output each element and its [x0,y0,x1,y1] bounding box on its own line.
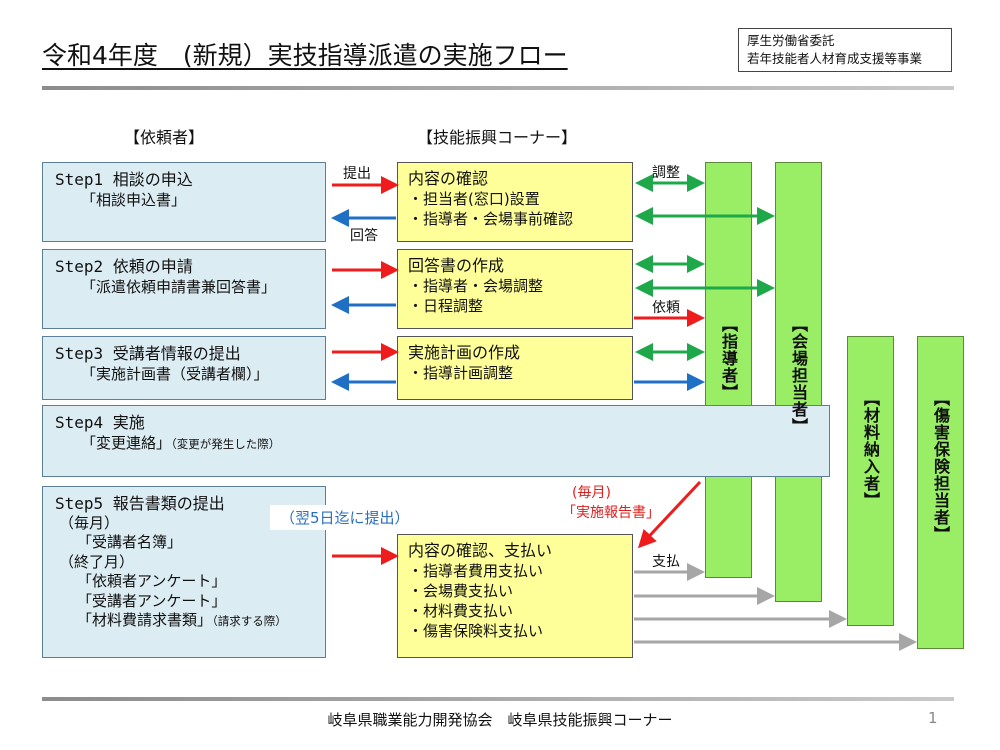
corner-box-item: ・担当者(窓口)設置 [408,190,540,208]
corner-box-heading: 回答書の作成 [408,256,505,275]
role-bar-venue [775,162,822,602]
label-deadline: （翌5日迄に提出） [270,505,420,530]
role-label-material: 【材料納入者】 [861,390,880,509]
corner-box-item: ・指導者・会場事前確認 [408,210,574,228]
corner-box-item: ・会場費支払い [408,582,514,600]
corner-box-item: ・傷害保険料支払い [408,622,544,640]
step-note: （変更が発生した際） [171,437,281,451]
role-label-instructor: 【指導者】 [719,316,738,401]
step-title: Step2 依頼の申請 [55,257,193,276]
step-period: （終了月） [59,552,135,571]
step-period: （毎月） [59,513,120,532]
arrow-report [637,480,702,549]
label-pay: 支払 [652,554,680,570]
role-bar-instructor [705,162,752,578]
corner-box-item: ・材料費支払い [408,602,514,620]
step-document: 「依頼者アンケート」 [77,572,227,590]
corner-column-header: 【技能振興コーナー】 [417,128,578,147]
corner-box-item: ・指導者費用支払い [408,562,544,580]
step-document-name: 「材料費請求書類」 [77,611,213,629]
step-note: （請求する際） [212,614,287,628]
role-bar-insurance [917,336,964,649]
step-title: Step4 実施 [55,413,145,432]
corner-box-payment: 内容の確認、支払い ・指導者費用支払い ・会場費支払い ・材料費支払い ・傷害保… [397,534,633,658]
label-reply: 回答 [350,228,378,244]
step-document: 「相談申込書」 [81,191,187,209]
role-label-insurance: 【傷害保険担当者】 [931,390,950,543]
step-document: 「派遣依頼申請書兼回答書」 [81,278,277,296]
corner-box-item: ・指導計画調整 [408,364,514,382]
corner-box-reply: 回答書の作成 ・指導者・会場調整 ・日程調整 [397,249,633,329]
step-document: 「変更連絡」（変更が発生した際） [55,433,829,454]
step-document: 「受講者アンケート」 [77,591,227,610]
step-document: 「実施計画書（受講者欄）」 [81,365,269,383]
label-adjust: 調整 [652,165,680,181]
step-document: 「受講者名簿」 [77,533,183,551]
sponsor-line: 厚生労働省委託 [747,33,835,48]
step-document-name: 「変更連絡」 [81,434,172,452]
corner-box-heading: 内容の確認、支払い [408,541,553,560]
corner-box-plan: 実施計画の作成 ・指導計画調整 [397,336,633,400]
role-bar-material [847,336,894,626]
corner-box-item: ・日程調整 [408,297,484,315]
step-title: Step3 受講者情報の提出 [55,344,241,363]
label-monthly: (毎月) [572,485,611,501]
step4-box: Step4 実施 「変更連絡」（変更が発生した際） [42,405,830,477]
step-title: Step5 報告書類の提出 [55,494,225,513]
footer-org: 岐阜県職業能力開発協会 岐阜県技能振興コーナー [327,711,673,729]
bottom-divider [42,697,954,701]
corner-box-item: ・指導者・会場調整 [408,277,544,295]
sponsor-line: 若年技能者人材育成支援等事業 [747,51,923,66]
step-document: 「材料費請求書類」（請求する際） [55,611,325,632]
sponsor-box: 厚生労働省委託 若年技能者人材育成支援等事業 [738,28,952,72]
corner-box-heading: 実施計画の作成 [408,343,521,362]
page-number: 1 [928,709,938,727]
step-title: Step1 相談の申込 [55,170,193,189]
corner-box-heading: 内容の確認 [408,169,489,188]
page-title: 令和4年度 (新規）実技指導派遣の実施フロー [42,41,568,70]
label-report: 「実施報告書」 [562,505,660,521]
step2-box: Step2 依頼の申請 「派遣依頼申請書兼回答書」 [42,249,326,329]
step1-box: Step1 相談の申込 「相談申込書」 [42,162,326,242]
label-request: 依頼 [652,300,680,316]
step3-box: Step3 受講者情報の提出 「実施計画書（受講者欄）」 [42,336,326,400]
label-submit: 提出 [343,166,371,182]
corner-box-confirm: 内容の確認 ・担当者(窓口)設置 ・指導者・会場事前確認 [397,162,633,242]
requester-column-header: 【依頼者】 [124,128,205,147]
role-label-venue: 【会場担当者】 [789,316,808,435]
top-divider [42,86,954,90]
